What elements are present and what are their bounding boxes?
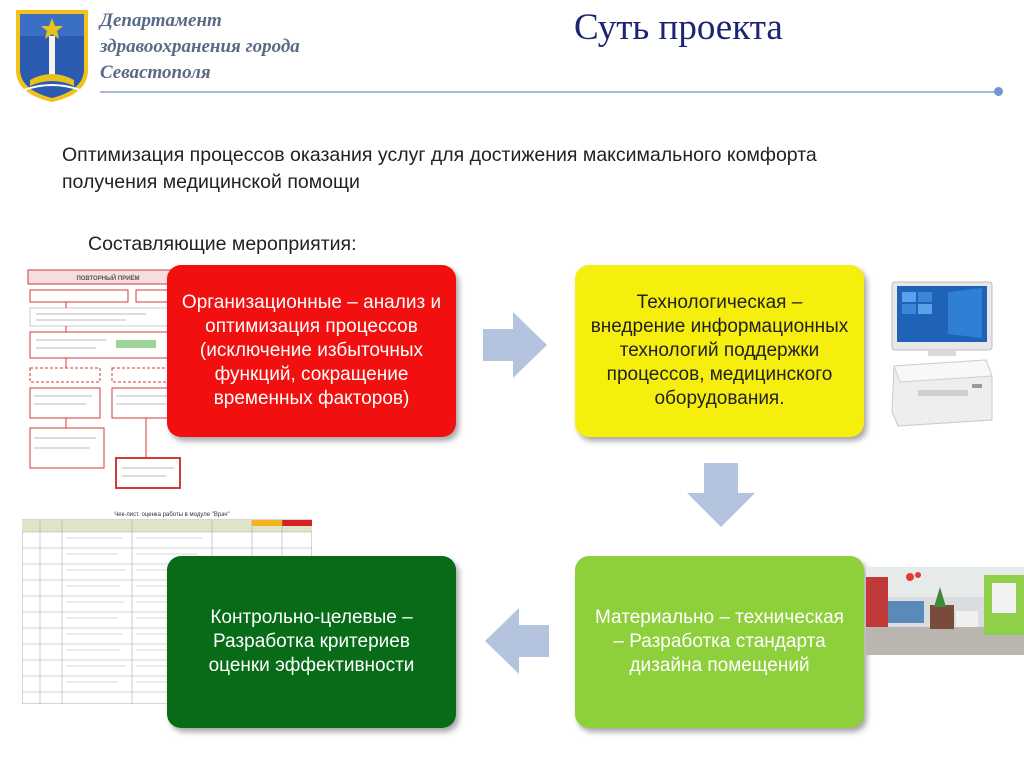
technological-component-text: Технологическая – внедрение информационн… <box>590 292 849 409</box>
organization-name: Департамент здравоохранения города Севас… <box>100 8 380 86</box>
material-component-box: Материально – техническая – Разработка с… <box>575 556 864 728</box>
checklist-title: Чек-лист. оценка работы в модуле "Врач" <box>114 512 229 518</box>
control-component-box: Контрольно-целевые – Разработка критерие… <box>167 556 456 728</box>
header-divider <box>100 91 998 93</box>
clinic-room-image <box>866 567 1024 655</box>
arrow-right-icon <box>483 312 547 383</box>
organizational-component-box: Организационные – анализ и оптимизация п… <box>167 265 456 437</box>
summary-line-2: получения медицинской помощи <box>62 171 360 193</box>
process-flowchart-thumbnail: ПОВТОРНЫЙ ПРИЁМ <box>26 268 190 493</box>
org-line-3: Севастополя <box>100 62 211 83</box>
city-emblem <box>12 6 92 104</box>
org-line-2: здравоохранения города <box>100 36 300 57</box>
header-divider-dot <box>994 87 1003 96</box>
flowchart-title: ПОВТОРНЫЙ ПРИЁМ <box>76 274 139 282</box>
computer-printer-image <box>888 280 996 430</box>
technological-component-box: Технологическая – внедрение информационн… <box>575 265 864 437</box>
org-line-1: Департамент <box>100 10 222 31</box>
arrow-down-icon <box>687 463 755 532</box>
organizational-component-text: Организационные – анализ и оптимизация п… <box>181 292 442 409</box>
summary-line-1: Оптимизация процессов оказания услуг для… <box>62 144 817 166</box>
arrow-left-icon <box>485 608 549 679</box>
control-component-text: Контрольно-целевые – Разработка критерие… <box>208 607 415 676</box>
material-component-text: Материально – техническая – Разработка с… <box>595 607 844 676</box>
components-heading: Составляющие мероприятия: <box>88 233 357 255</box>
project-summary: Оптимизация процессов оказания услуг для… <box>62 142 992 196</box>
slide-title: Суть проекта <box>574 7 783 48</box>
